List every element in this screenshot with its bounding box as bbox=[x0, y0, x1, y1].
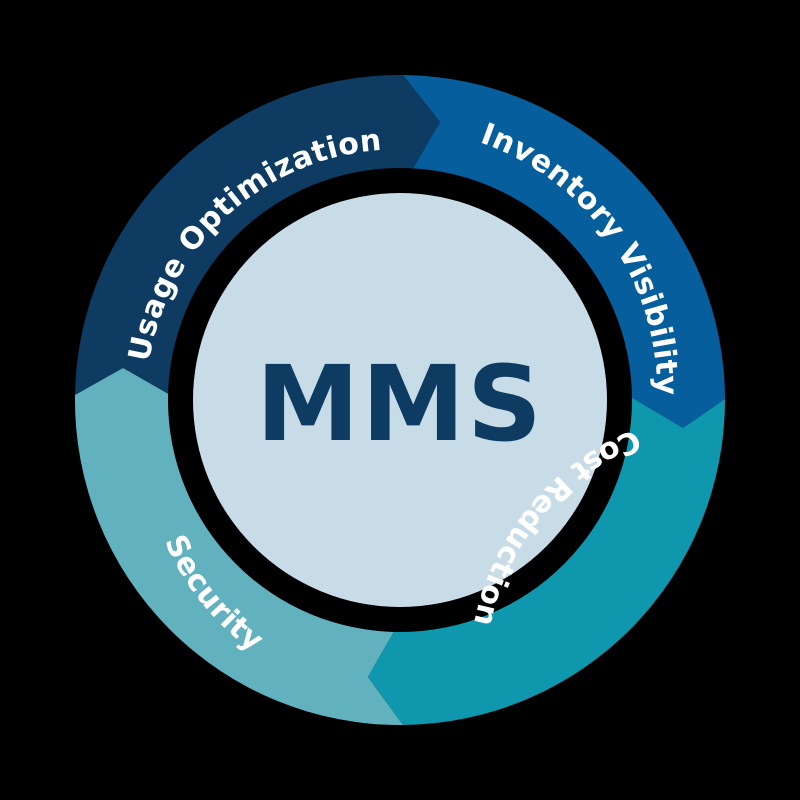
segment-usage-optimization bbox=[75, 74, 440, 396]
center-disk bbox=[193, 193, 607, 607]
center-title: MMS bbox=[256, 343, 544, 465]
segment-cost-reduction bbox=[368, 396, 726, 725]
segment-inventory-visibility bbox=[403, 75, 725, 428]
segment-security bbox=[74, 368, 403, 726]
